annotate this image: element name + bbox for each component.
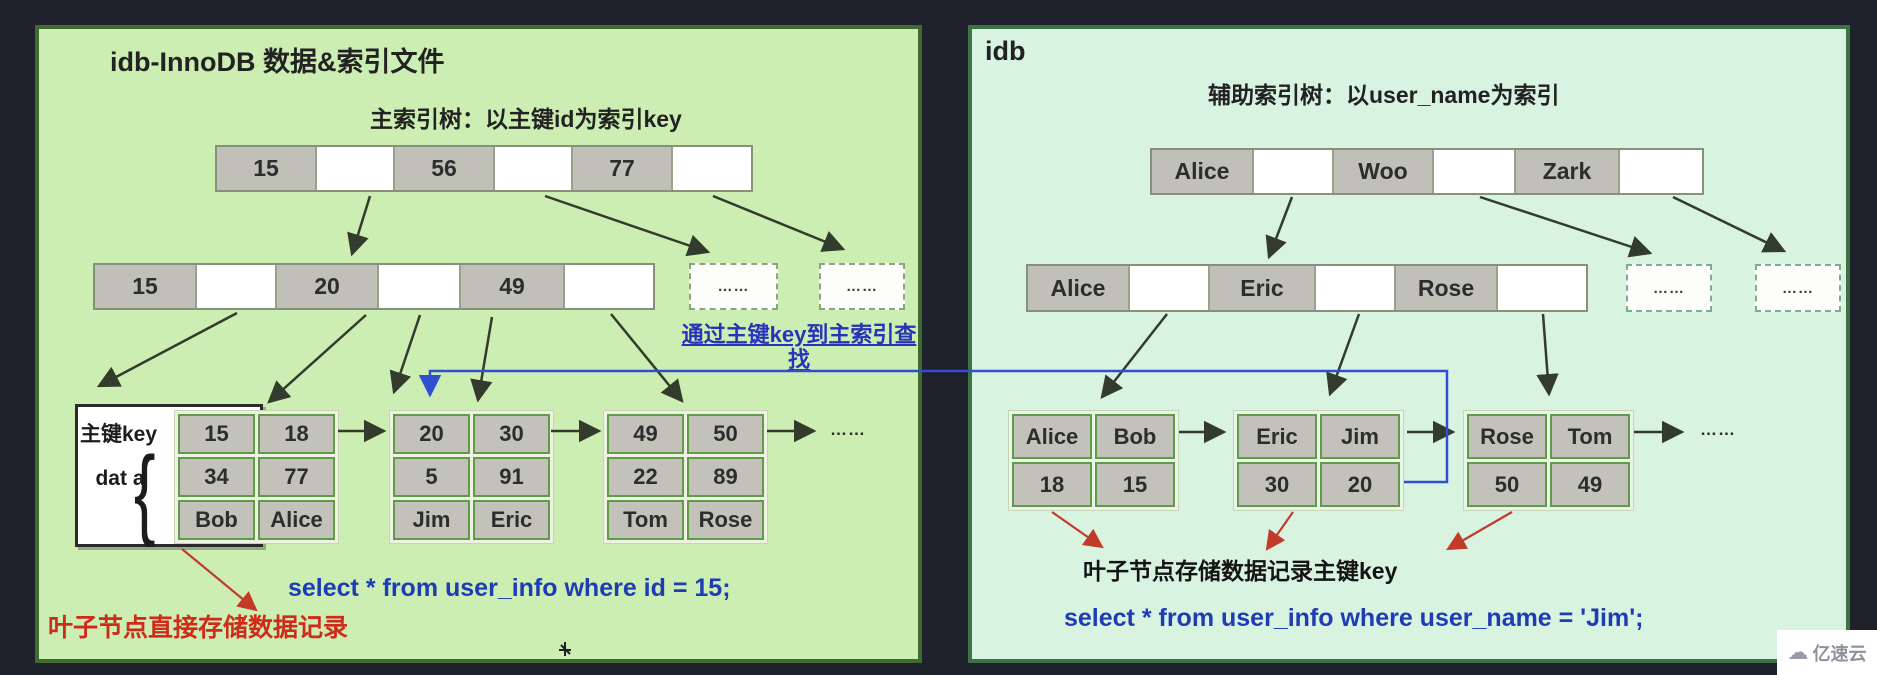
left-internal-node: 15 20 49: [93, 263, 655, 310]
tree-pointer-cell: [565, 265, 653, 308]
lookup-note-line2: 找: [787, 347, 810, 372]
right-root-node: Alice Woo Zark: [1150, 148, 1704, 195]
tree-key-cell: 56: [395, 147, 495, 190]
leaf-cell: 30: [1237, 462, 1317, 507]
tree-pointer-cell: [379, 265, 461, 308]
left-leaf-node-1: 15 18 34 77 Bob Alice: [174, 410, 339, 544]
right-leaf-node-1: Alice Bob 18 15: [1008, 410, 1179, 511]
leaf-cell: 77: [258, 457, 335, 497]
cloud-logo-icon: ☁: [1787, 641, 1809, 664]
primary-index-subtitle: 主索引树：以主键id为索引key: [370, 106, 682, 132]
tree-key-cell: 15: [217, 147, 317, 190]
leaf-cell: 15: [1095, 462, 1175, 507]
left-sql-query: select * from user_info where id = 15;: [288, 574, 731, 602]
left-leaf-node-2: 20 30 5 91 Jim Eric: [389, 410, 554, 544]
tree-pointer-cell: [317, 147, 395, 190]
leaf-cell: 50: [687, 414, 764, 454]
leaf-cell: 49: [1550, 462, 1630, 507]
leaf-cell: 91: [473, 457, 550, 497]
tree-key-cell: Woo: [1334, 150, 1434, 193]
leaf-cell: Eric: [473, 500, 550, 540]
tree-key-cell: Rose: [1396, 266, 1498, 310]
leaf-cell: 18: [258, 414, 335, 454]
tree-key-cell: Alice: [1028, 266, 1130, 310]
overflow-node-box: ……: [689, 263, 778, 310]
tree-key-cell: 77: [573, 147, 673, 190]
leaf-cell: Rose: [687, 500, 764, 540]
overflow-node-box: ……: [1755, 264, 1841, 312]
leaf-cell: Alice: [258, 500, 335, 540]
leaf-cell: 20: [393, 414, 470, 454]
leaf-cell: 50: [1467, 462, 1547, 507]
leaf-cell: Jim: [1320, 414, 1400, 459]
tree-key-cell: 20: [277, 265, 379, 308]
right-black-note: 叶子节点存储数据记录主键key: [1083, 558, 1398, 584]
data-brace: {: [133, 436, 156, 548]
tree-key-cell: 49: [461, 265, 565, 308]
tree-pointer-cell: [197, 265, 277, 308]
right-leaf-node-2: Eric Jim 30 20: [1233, 410, 1404, 511]
leaf-chain-ellipsis: ……: [830, 420, 866, 439]
leaf-cell: 22: [607, 457, 684, 497]
tree-key-cell: Eric: [1210, 266, 1316, 310]
leaf-cell: Alice: [1012, 414, 1092, 459]
leaf-cell: Bob: [1095, 414, 1175, 459]
tree-pointer-cell: [1620, 150, 1702, 193]
secondary-index-subtitle: 辅助索引树：以user_name为索引: [1208, 82, 1560, 108]
leaf-cell: 89: [687, 457, 764, 497]
watermark-badge: ☁ 亿速云: [1777, 630, 1877, 675]
leaf-cell: Tom: [607, 500, 684, 540]
tree-pointer-cell: [1316, 266, 1396, 310]
tree-key-cell: Alice: [1152, 150, 1254, 193]
leaf-cell: 34: [178, 457, 255, 497]
leaf-cell: 20: [1320, 462, 1400, 507]
leaf-cell: 5: [393, 457, 470, 497]
leaf-cell: 49: [607, 414, 684, 454]
leaf-cell: 18: [1012, 462, 1092, 507]
tree-key-cell: Zark: [1516, 150, 1620, 193]
right-sql-query: select * from user_info where user_name …: [1064, 604, 1644, 632]
left-panel-title: idb-InnoDB 数据&索引文件: [110, 47, 445, 77]
leaf-cell: Rose: [1467, 414, 1547, 459]
left-root-node: 15 56 77: [215, 145, 753, 192]
leaf-cell: Eric: [1237, 414, 1317, 459]
tree-pointer-cell: [1130, 266, 1210, 310]
left-leaf-node-3: 49 50 22 89 Tom Rose: [603, 410, 768, 544]
data-label: dat a: [95, 467, 145, 490]
tree-pointer-cell: [495, 147, 573, 190]
overflow-node-box: ……: [819, 263, 905, 310]
left-red-note: 叶子节点直接存储数据记录: [48, 614, 349, 642]
right-panel-title: idb: [985, 36, 1026, 66]
right-internal-node: Alice Eric Rose: [1026, 264, 1588, 312]
tree-pointer-cell: [1254, 150, 1334, 193]
leaf-cell: Bob: [178, 500, 255, 540]
tree-pointer-cell: [673, 147, 751, 190]
leaf-cell: Tom: [1550, 414, 1630, 459]
primary-key-lookup-note: 通过主键key到主索引查 找: [668, 322, 930, 372]
watermark-text: 亿速云: [1812, 643, 1867, 664]
lookup-note-line1: 通过主键key到主索引查: [681, 322, 917, 347]
leaf-chain-ellipsis: ……: [1700, 420, 1736, 439]
tree-key-cell: 15: [95, 265, 197, 308]
overflow-node-box: ……: [1626, 264, 1712, 312]
tree-pointer-cell: [1434, 150, 1516, 193]
leaf-cell: 30: [473, 414, 550, 454]
right-leaf-node-3: Rose Tom 50 49: [1463, 410, 1634, 511]
leaf-cell: Jim: [393, 500, 470, 540]
leaf-cell: 15: [178, 414, 255, 454]
primary-key-label: 主键key: [80, 423, 158, 446]
tree-pointer-cell: [1498, 266, 1586, 310]
